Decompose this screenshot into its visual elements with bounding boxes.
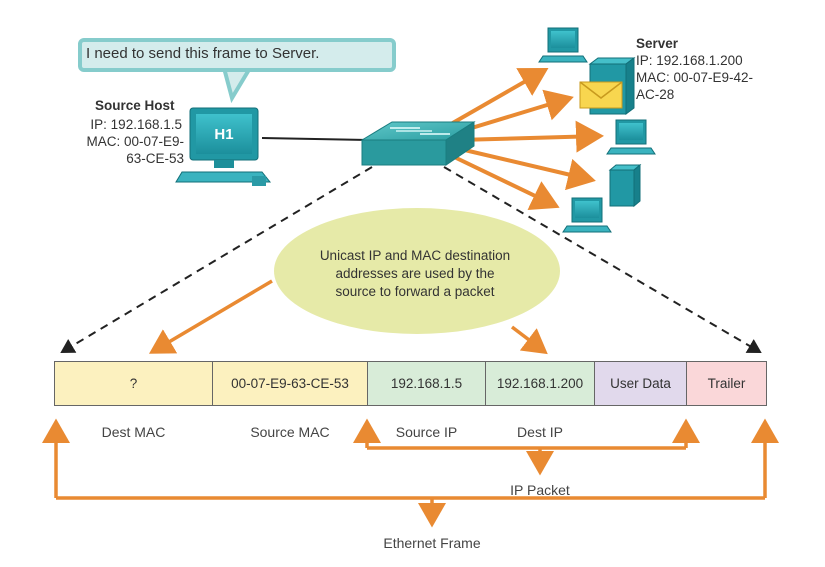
label-source-ip: Source IP <box>395 424 458 440</box>
source-host-ip: IP: 192.168.1.5 <box>90 117 182 132</box>
flood-arrow-tower <box>455 146 596 191</box>
frame-cell-dest-mac: ? <box>54 361 213 406</box>
server-ip: IP: 192.168.1.200 <box>636 53 743 68</box>
switch-icon <box>360 121 476 166</box>
speech-bubble-tail <box>221 66 254 104</box>
label-dest-mac: Dest MAC <box>101 424 166 440</box>
dashed-arrow-left <box>60 166 373 354</box>
h1-screen-label: H1 <box>214 126 233 143</box>
source-host-mac-line-2: 63-CE-53 <box>126 151 184 166</box>
source-host-title: Source Host <box>95 98 175 113</box>
h1-computer-icon <box>175 107 272 186</box>
explanation-oval <box>274 208 560 334</box>
server-mac-line-1: MAC: 00-07-E9-42- <box>636 70 754 85</box>
ip-packet-label: IP Packet <box>510 482 570 498</box>
ethernet-frame-bracket <box>42 418 779 528</box>
frame-cell-user-data: User Data <box>594 361 687 406</box>
oval-arrow-dest-mac <box>148 279 273 354</box>
envelope-icon <box>579 81 623 109</box>
dashed-arrow-right <box>443 166 762 354</box>
ethernet-frame-label: Ethernet Frame <box>383 535 481 551</box>
oval-line-1: Unicast IP and MAC destination <box>319 248 511 263</box>
tower-server-icon <box>608 163 642 208</box>
ip-packet-bracket <box>353 418 700 476</box>
speech-bubble <box>78 38 396 72</box>
speech-bubble-text: I need to send this frame to Server. <box>86 45 320 62</box>
label-source-mac: Source MAC <box>250 424 330 440</box>
flood-arrow-pc-2 <box>457 120 604 153</box>
oval-line-2: addresses are used by the <box>335 266 495 281</box>
server-title: Server <box>636 36 679 51</box>
frame-cell-source-mac: 00-07-E9-63-CE-53 <box>212 361 368 406</box>
frame-cell-dest-ip: 192.168.1.200 <box>485 361 595 406</box>
pc-top-icon <box>538 27 588 63</box>
flood-arrow-top-pc <box>443 68 549 130</box>
pc-middle-icon <box>606 119 656 155</box>
pc-bottom-icon <box>562 197 612 233</box>
ethernet-link <box>261 137 369 141</box>
flood-arrow-pc-3 <box>447 152 560 211</box>
server-mac-line-2: AC-28 <box>636 87 675 102</box>
frame-cell-trailer: Trailer <box>686 361 767 406</box>
oval-text: Unicast IP and MAC destination addresses… <box>290 247 540 301</box>
oval-line-3: source to forward a packet <box>335 284 495 299</box>
label-dest-ip: Dest IP <box>517 424 563 440</box>
source-host-mac-line-1: MAC: 00-07-E9- <box>86 134 184 149</box>
oval-arrow-dest-ip <box>510 325 548 355</box>
frame-cell-source-ip: 192.168.1.5 <box>367 361 486 406</box>
